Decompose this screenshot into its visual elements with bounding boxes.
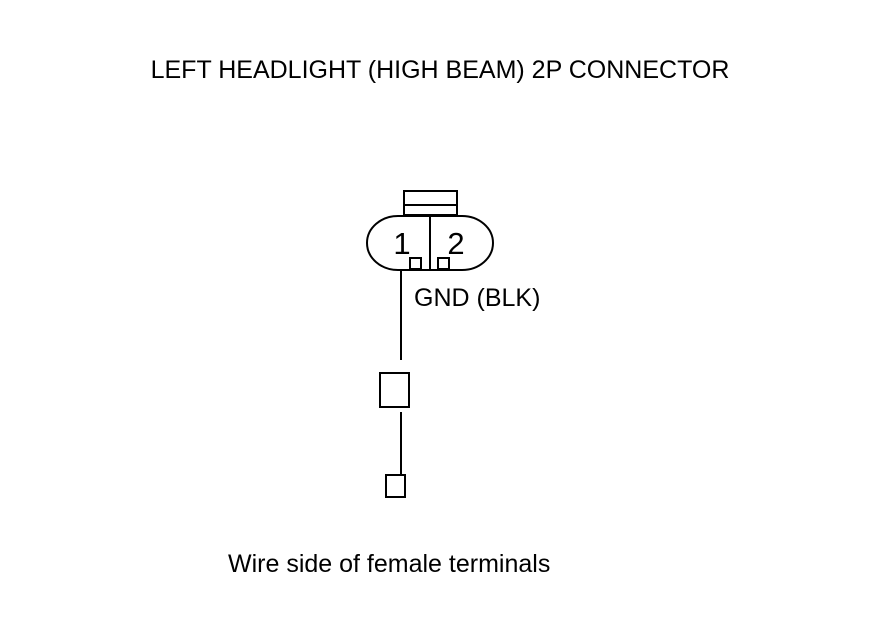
pin-1-number: 1 (393, 226, 410, 261)
diagram-title: LEFT HEADLIGHT (HIGH BEAM) 2P CONNECTOR (150, 56, 730, 84)
ground-terminal (385, 474, 406, 498)
pin-2-number: 2 (447, 226, 464, 261)
wire-component (379, 372, 410, 408)
connector-latch (403, 190, 458, 216)
diagram-caption: Wire side of female terminals (228, 550, 551, 578)
wire-label: GND (BLK) (414, 284, 541, 312)
terminal-1 (409, 257, 422, 270)
terminal-2 (437, 257, 450, 270)
